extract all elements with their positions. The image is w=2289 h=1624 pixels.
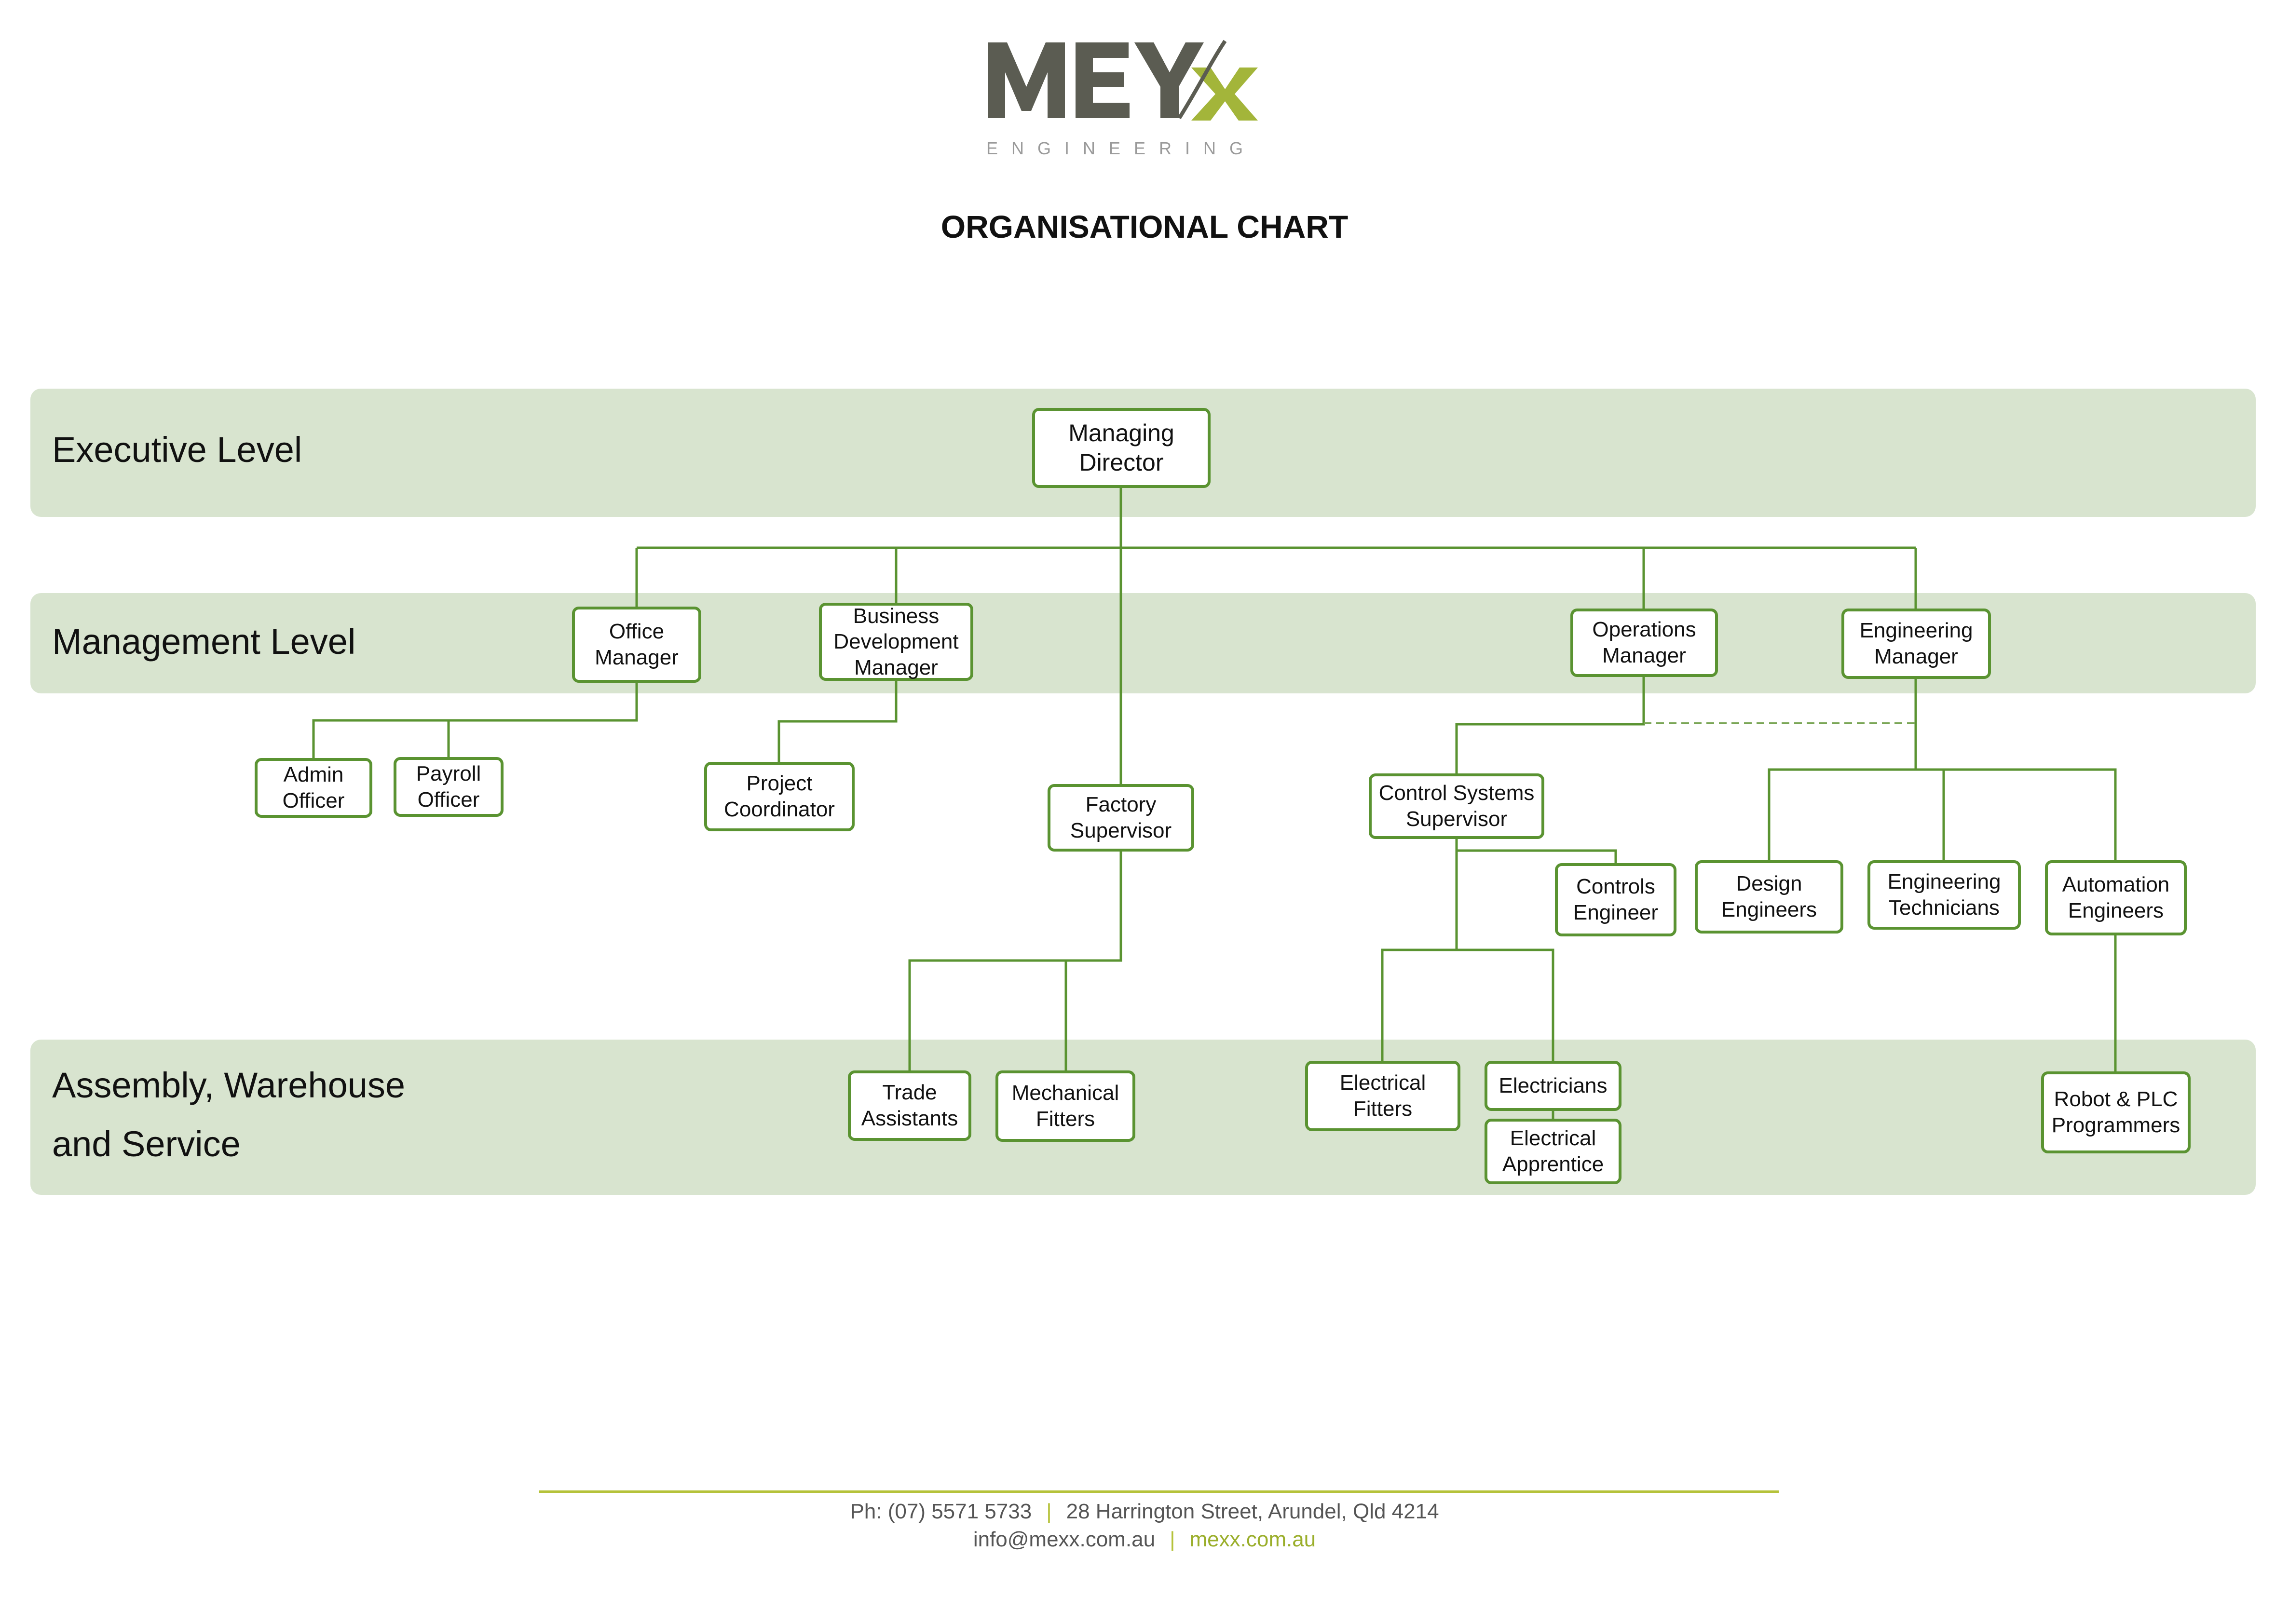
node-mechanical-fitters: Mechanical Fitters xyxy=(995,1070,1135,1142)
footer-address: 28 Harrington Street, Arundel, Qld 4214 xyxy=(1066,1500,1439,1523)
footer-line-2: info@mexx.com.au | mexx.com.au xyxy=(0,1528,2289,1552)
level-label-management: Management Level xyxy=(52,622,356,662)
node-office-manager: Office Manager xyxy=(572,607,701,683)
node-admin-officer: Admin Officer xyxy=(255,758,372,818)
node-automation-engineers: Automation Engineers xyxy=(2045,860,2187,935)
level-label-executive: Executive Level xyxy=(52,430,302,470)
node-design-engineers: Design Engineers xyxy=(1695,860,1843,934)
level-label-assembly: Assembly, Warehouse and Service xyxy=(52,1065,406,1164)
node-controls-engineer: Controls Engineer xyxy=(1555,863,1676,936)
svg-text:ENGINEERING: ENGINEERING xyxy=(986,138,1256,158)
company-logo: ENGINEERING xyxy=(984,34,1259,169)
footer-divider xyxy=(539,1490,1779,1493)
node-control-systems-supervisor: Control Systems Supervisor xyxy=(1369,773,1544,839)
node-business-development-manager: Business Development Manager xyxy=(819,603,973,681)
node-electricians: Electricians xyxy=(1485,1061,1621,1111)
footer-separator: | xyxy=(1046,1500,1052,1523)
node-trade-assistants: Trade Assistants xyxy=(848,1070,971,1141)
node-payroll-officer: Payroll Officer xyxy=(394,757,504,817)
node-managing-director: Managing Director xyxy=(1032,408,1211,488)
node-robot-plc-programmers: Robot & PLC Programmers xyxy=(2041,1071,2191,1153)
node-project-coordinator: Project Coordinator xyxy=(704,762,855,831)
footer-email[interactable]: info@mexx.com.au xyxy=(973,1528,1156,1551)
node-electrical-fitters: Electrical Fitters xyxy=(1305,1061,1460,1131)
node-electrical-apprentice: Electrical Apprentice xyxy=(1485,1119,1621,1184)
node-operations-manager: Operations Manager xyxy=(1570,609,1718,677)
node-engineering-manager: Engineering Manager xyxy=(1841,609,1991,679)
page-title: ORGANISATIONAL CHART xyxy=(940,209,1349,244)
node-engineering-technicians: Engineering Technicians xyxy=(1867,860,2021,930)
footer-line-1: Ph: (07) 5571 5733 | 28 Harrington Street,… xyxy=(0,1500,2289,1524)
footer-separator-2: | xyxy=(1170,1528,1175,1551)
logo-mark-icon: ENGINEERING xyxy=(986,40,1258,158)
node-factory-supervisor: Factory Supervisor xyxy=(1048,784,1194,852)
footer-phone: Ph: (07) 5571 5733 xyxy=(850,1500,1032,1523)
band-assembly xyxy=(30,1040,2256,1195)
footer-website[interactable]: mexx.com.au xyxy=(1189,1528,1316,1551)
